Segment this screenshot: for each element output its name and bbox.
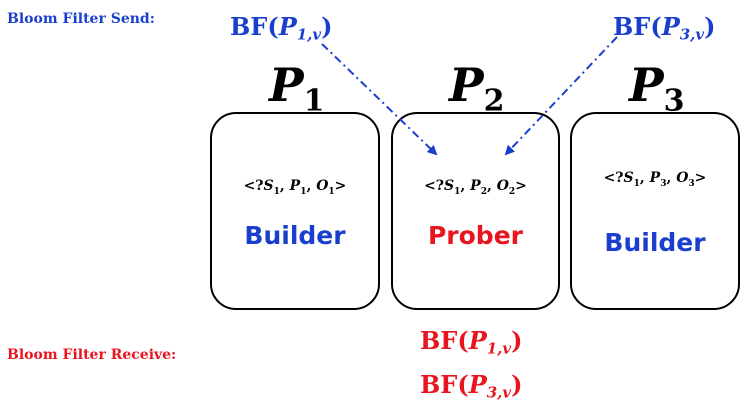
triple-pattern: <?S1, P3, O3>: [603, 170, 707, 189]
arrow-p1-to-p2: [321, 43, 438, 156]
bf-receive-p1: BF(P1,v): [420, 326, 522, 358]
bf-send-p3: BF(P3,v): [613, 12, 715, 44]
bf-sub: 1,v: [486, 339, 512, 358]
send-label: Bloom Filter Send:: [7, 11, 155, 27]
bf-prefix: BF(: [420, 370, 469, 399]
bf-sub: 1,v: [296, 25, 322, 44]
processor-name: P: [629, 58, 664, 112]
processor-index: 3: [663, 83, 685, 119]
bf-suffix: ): [511, 326, 523, 355]
bf-base: P: [278, 12, 297, 41]
processor-box-p3: <?S1, P3, O3> Builder: [570, 112, 740, 310]
receive-label: Bloom Filter Receive:: [7, 347, 177, 363]
bf-base: P: [661, 12, 680, 41]
role-label-builder: Builder: [604, 228, 706, 257]
role-label-prober: Prober: [427, 221, 523, 250]
bf-sub: 3,v: [679, 25, 705, 44]
processor-index: 2: [483, 83, 505, 119]
triple-pattern: <?S1, P2, O2>: [424, 178, 527, 197]
processor-index: 1: [303, 83, 325, 119]
processor-box-p1: <?S1, P1, O1> Builder: [210, 112, 380, 310]
bf-suffix: ): [321, 12, 333, 41]
bf-prefix: BF(: [420, 326, 469, 355]
bf-suffix: ): [511, 370, 523, 399]
processor-name: P: [269, 58, 304, 112]
bf-send-p1: BF(P1,v): [230, 12, 332, 44]
processor-box-p2: <?S1, P2, O2> Prober: [391, 112, 560, 310]
processor-title-p3: P3: [629, 62, 684, 117]
bf-prefix: BF(: [230, 12, 279, 41]
processor-title-p2: P2: [449, 62, 504, 117]
bf-prefix: BF(: [613, 12, 662, 41]
role-label-builder: Builder: [244, 221, 346, 250]
bf-suffix: ): [704, 12, 716, 41]
processor-name: P: [449, 58, 484, 112]
bf-base: P: [468, 370, 487, 399]
triple-pattern: <?S1, P1, O1>: [243, 178, 347, 197]
processor-title-p1: P1: [269, 62, 324, 117]
bf-base: P: [468, 326, 487, 355]
bf-receive-p3: BF(P3,v): [420, 370, 522, 402]
arrow-p3-to-p2: [504, 36, 618, 156]
bf-sub: 3,v: [486, 383, 512, 402]
